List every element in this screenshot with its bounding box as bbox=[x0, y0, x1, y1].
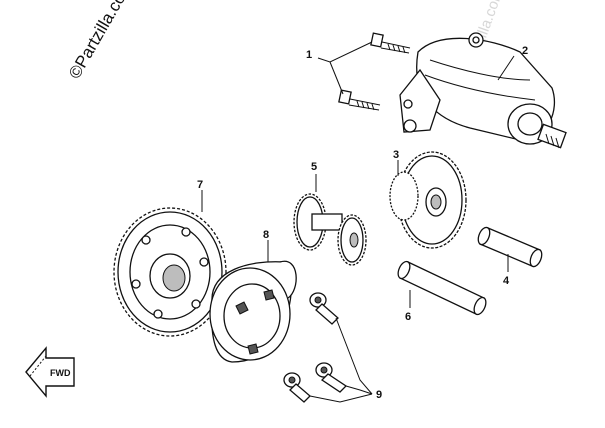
leader-1a bbox=[317, 41, 373, 63]
starter-motor bbox=[399, 32, 567, 149]
bolt-clutch-b bbox=[315, 362, 348, 393]
callout-2: 2 bbox=[522, 45, 528, 57]
callout-4: 4 bbox=[503, 275, 510, 287]
leader-1b bbox=[329, 61, 344, 95]
callout-3: 3 bbox=[393, 149, 399, 161]
callout-5: 5 bbox=[311, 161, 317, 173]
watermark-main: ©Partzilla.com bbox=[65, 0, 136, 82]
callout-7: 7 bbox=[197, 179, 203, 191]
leader-2 bbox=[497, 55, 515, 81]
gear-idler bbox=[293, 193, 367, 266]
leader-9a bbox=[335, 317, 373, 395]
bolt-lower bbox=[338, 89, 381, 111]
bolt-upper bbox=[370, 32, 411, 54]
bolt-clutch-c bbox=[283, 372, 311, 403]
callout-9: 9 bbox=[376, 389, 382, 401]
shaft-pin-upper bbox=[477, 226, 543, 268]
bolt-clutch-a bbox=[309, 292, 339, 325]
gear-compound bbox=[389, 151, 467, 249]
forward-direction-arrow-icon: FWD bbox=[25, 346, 75, 398]
callout-8: 8 bbox=[263, 229, 269, 241]
leader-9b bbox=[345, 385, 373, 395]
shaft-pin-lower bbox=[397, 260, 487, 316]
callout-6: 6 bbox=[405, 311, 411, 323]
leader-9c bbox=[309, 393, 373, 403]
forward-direction-label: FWD bbox=[50, 368, 71, 378]
gear-starter-driven bbox=[113, 207, 227, 337]
starter-clutch bbox=[209, 260, 297, 363]
callout-1: 1 bbox=[306, 49, 312, 61]
